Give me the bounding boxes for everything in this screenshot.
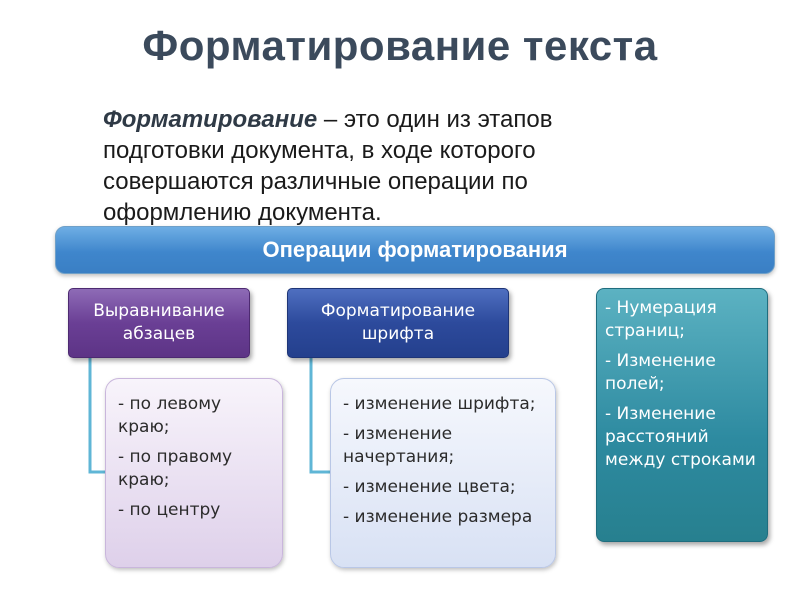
- definition-term: Форматирование: [103, 106, 318, 133]
- list-item: - по правому краю;: [118, 447, 233, 490]
- group-items-font-formatting: - изменение шрифта; - изменение начертан…: [330, 378, 556, 568]
- connector-group-2: [309, 358, 331, 474]
- list-item: - по левому краю;: [118, 394, 222, 437]
- list-item: - по центру: [118, 500, 221, 520]
- group-heading-label: Форматирование шрифта: [320, 301, 476, 344]
- connector-group-1: [88, 358, 106, 474]
- group-heading-label: Выравнивание абзацев: [93, 301, 225, 344]
- list-item: - изменение цвета;: [343, 477, 516, 497]
- list-item: - изменение начертания;: [343, 424, 455, 467]
- group-items-paragraph-alignment: - по левому краю; - по правому краю; - п…: [105, 378, 283, 568]
- list-item: - Нумерация страниц;: [605, 298, 717, 341]
- definition-text: – это один из этапов подготовки документ…: [103, 106, 553, 226]
- operations-banner-label: Операции форматирования: [262, 237, 568, 262]
- slide-title: Форматирование текста: [142, 22, 658, 69]
- list-item: - изменение шрифта;: [343, 394, 536, 414]
- group-heading-paragraph-alignment: Выравнивание абзацев: [68, 288, 250, 358]
- list-item: - Изменение полей;: [605, 351, 716, 394]
- operations-banner: Операции форматирования: [55, 226, 775, 274]
- list-item: - изменение размера: [343, 507, 533, 527]
- definition-paragraph: Форматирование – это один из этапов подг…: [103, 104, 663, 228]
- group-items-page-formatting: - Нумерация страниц; - Изменение полей; …: [596, 288, 768, 542]
- list-item: - Изменение расстояний между строками: [605, 404, 756, 470]
- group-heading-font-formatting: Форматирование шрифта: [287, 288, 509, 358]
